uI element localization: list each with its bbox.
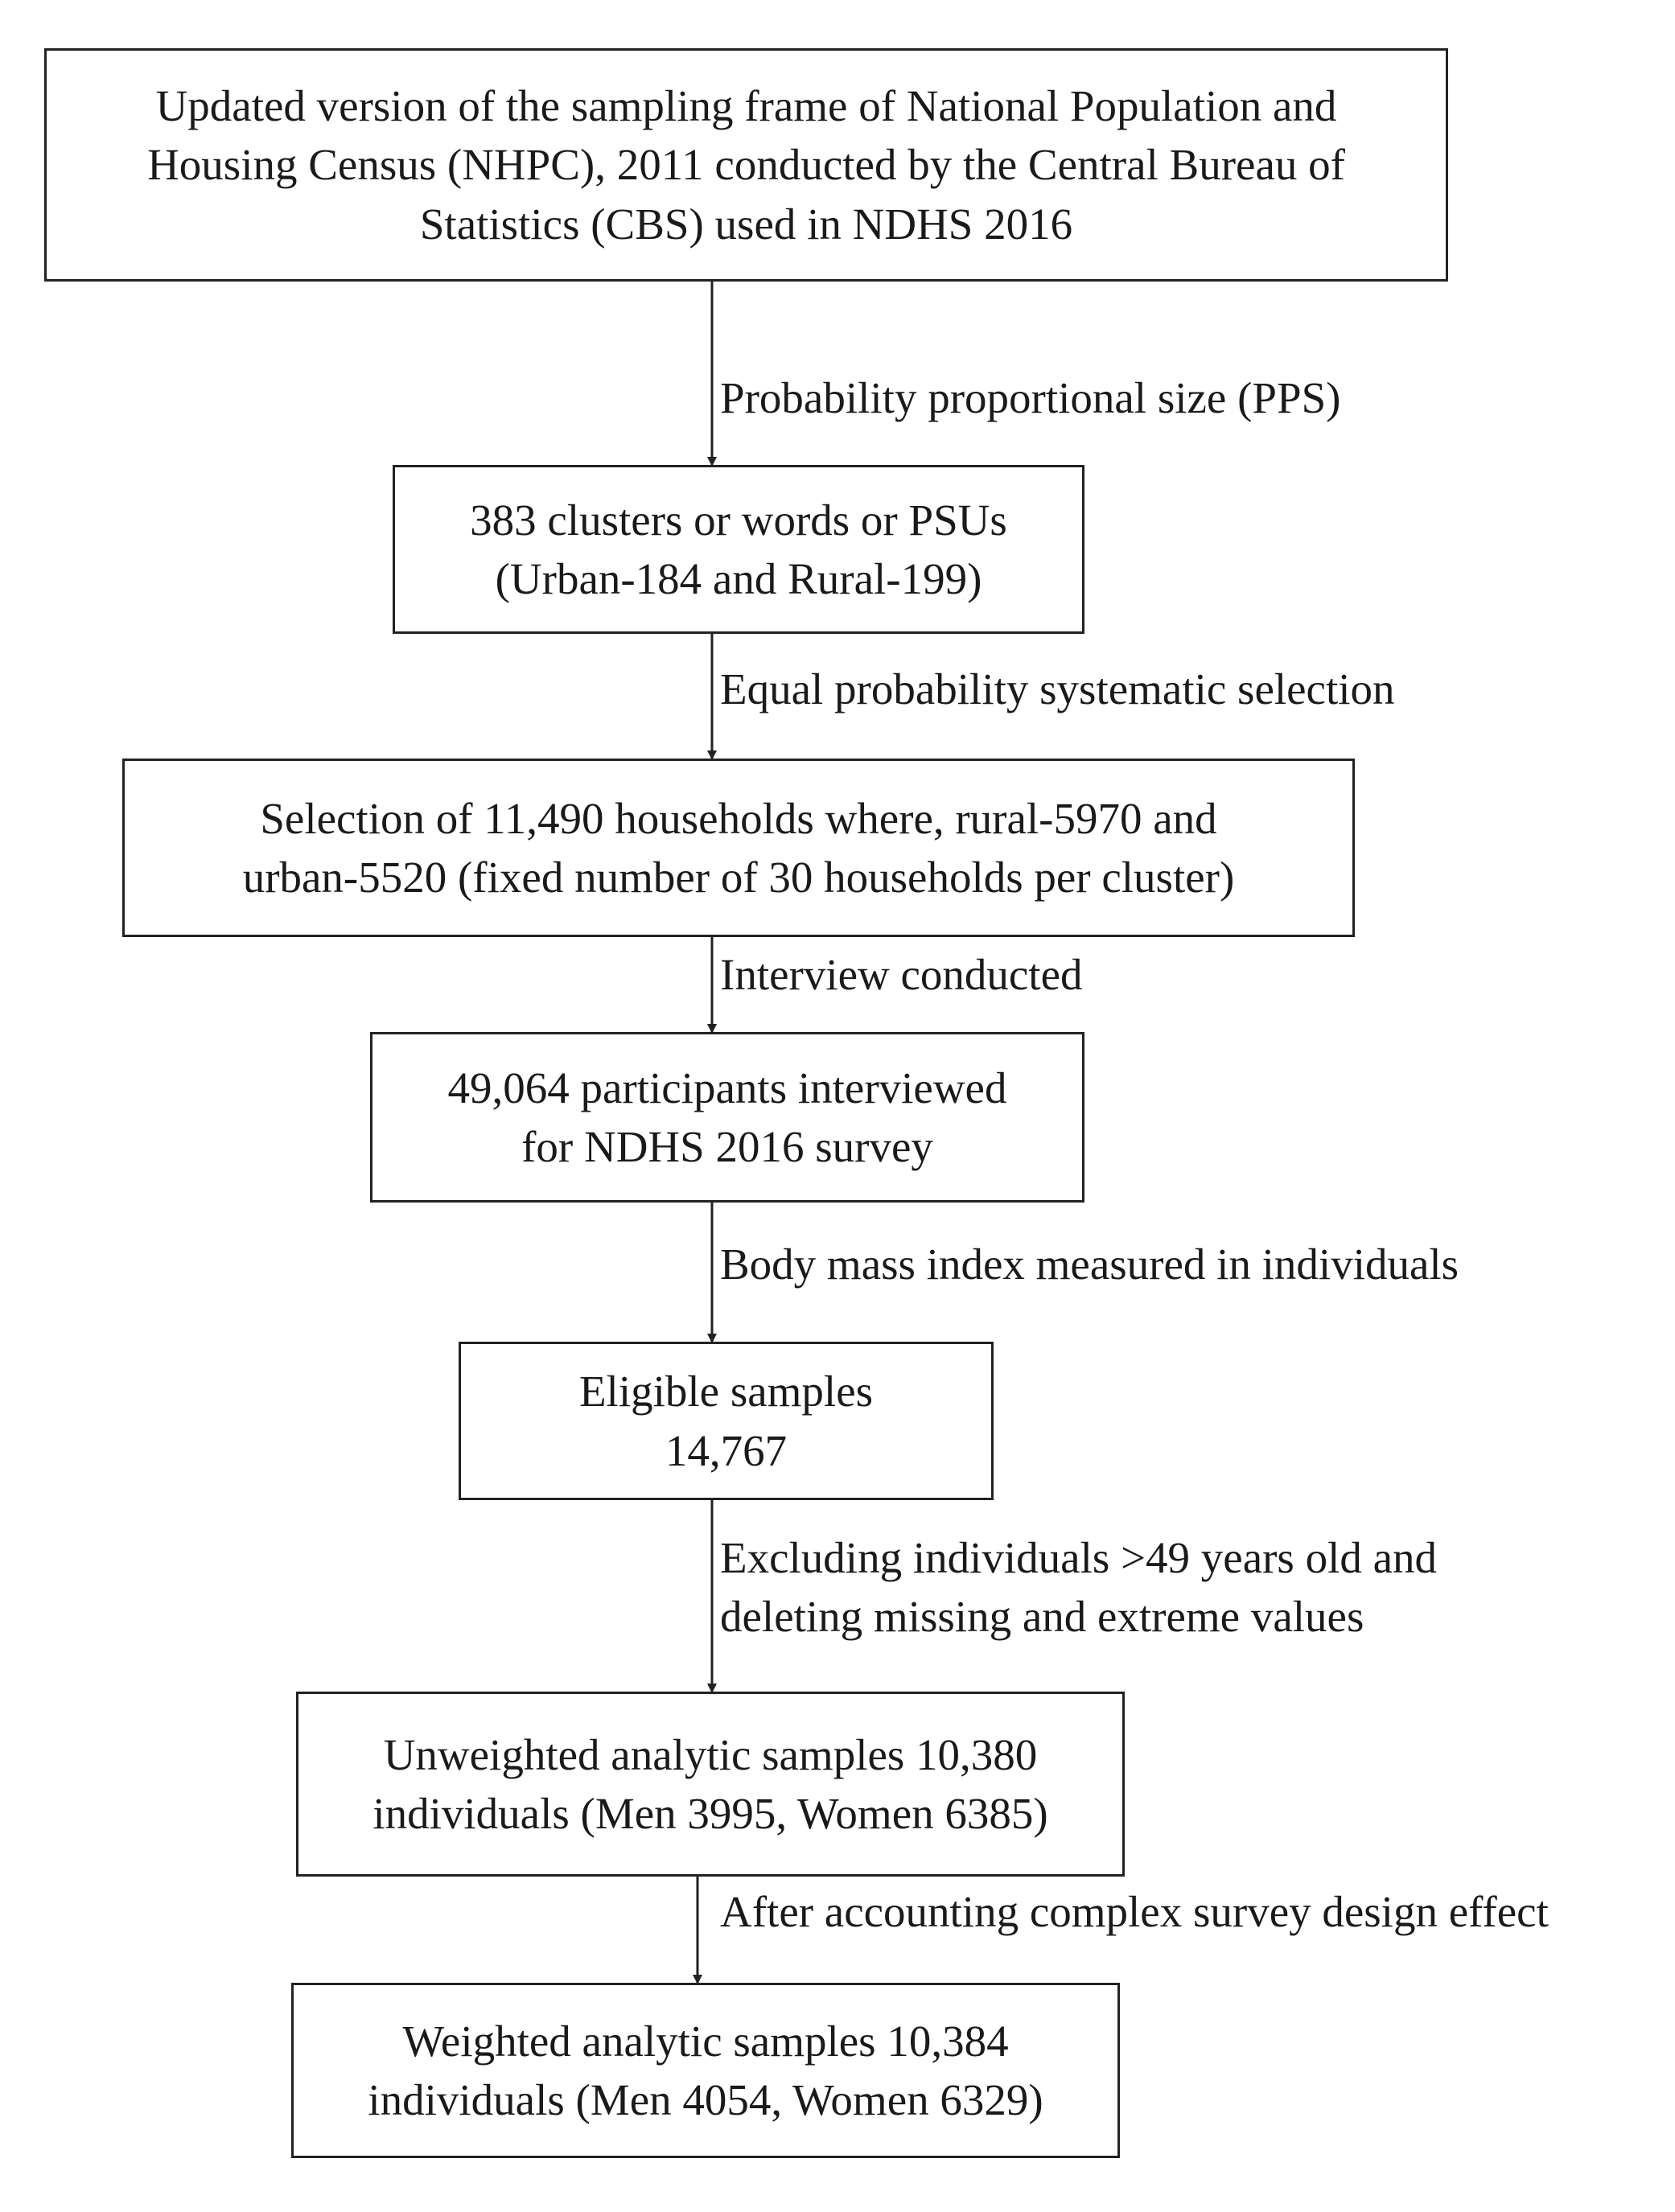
box-eligible-samples: Eligible samples 14,767	[459, 1342, 994, 1500]
box-weighted-samples-line-1: Weighted analytic samples 10,384	[402, 2016, 1009, 2066]
box-sampling-frame-line-1: Updated version of the sampling frame of…	[155, 81, 1337, 131]
box-weighted-samples-line-2: individuals (Men 4054, Women 6329)	[368, 2075, 1043, 2124]
edge-label-exclusions-line-1: Excluding individuals >49 years old and	[720, 1533, 1438, 1582]
edge-label-exclusions-line-2: deleting missing and extreme values	[720, 1592, 1364, 1642]
edge-label-pps: Probability proportional size (PPS)	[720, 368, 1340, 427]
edge-label-pps-line-1: Probability proportional size (PPS)	[720, 373, 1341, 422]
box-clusters: 383 clusters or words or PSUs (Urban-184…	[393, 465, 1084, 634]
box-clusters-line-2: (Urban-184 and Rural-199)	[495, 554, 982, 603]
box-clusters-line-1: 383 clusters or words or PSUs	[470, 495, 1007, 545]
box-households: Selection of 11,490 households where, ru…	[122, 759, 1355, 937]
edge-label-interview-conducted-line-1: Interview conducted	[720, 950, 1083, 999]
edge-label-bmi-measured: Body mass index measured in individuals	[720, 1235, 1459, 1293]
edge-label-systematic-selection-line-1: Equal probability systematic selection	[720, 664, 1395, 713]
box-participants: 49,064 participants interviewed for NDHS…	[370, 1032, 1084, 1203]
box-households-line-1: Selection of 11,490 households where, ru…	[260, 793, 1217, 843]
edge-label-design-effect: After accounting complex survey design e…	[720, 1882, 1549, 1941]
box-unweighted-samples-line-2: individuals (Men 3995, Women 6385)	[372, 1789, 1048, 1838]
edge-label-exclusions: Excluding individuals >49 years old and …	[720, 1528, 1437, 1646]
edge-label-design-effect-line-1: After accounting complex survey design e…	[720, 1887, 1549, 1936]
box-eligible-samples-line-1: Eligible samples	[578, 1367, 874, 1416]
box-weighted-samples: Weighted analytic samples 10,384 individ…	[291, 1983, 1120, 2158]
box-sampling-frame-line-3: Statistics (CBS) used in NDHS 2016	[419, 199, 1073, 249]
edge-label-interview-conducted: Interview conducted	[720, 945, 1083, 1004]
edge-label-bmi-measured-line-1: Body mass index measured in individuals	[720, 1240, 1459, 1289]
box-participants-line-1: 49,064 participants interviewed	[447, 1063, 1007, 1112]
edge-label-systematic-selection: Equal probability systematic selection	[720, 660, 1395, 718]
box-households-line-2: urban-5520 (fixed number of 30 household…	[242, 853, 1235, 902]
box-unweighted-samples: Unweighted analytic samples 10,380 indiv…	[296, 1692, 1125, 1877]
box-participants-line-2: for NDHS 2016 survey	[521, 1122, 933, 1171]
box-sampling-frame: Updated version of the sampling frame of…	[44, 48, 1448, 282]
box-unweighted-samples-line-1: Unweighted analytic samples 10,380	[383, 1729, 1038, 1779]
box-sampling-frame-line-2: Housing Census (NHPC), 2011 conducted by…	[147, 140, 1345, 190]
box-eligible-samples-line-2: 14,767	[665, 1425, 788, 1475]
